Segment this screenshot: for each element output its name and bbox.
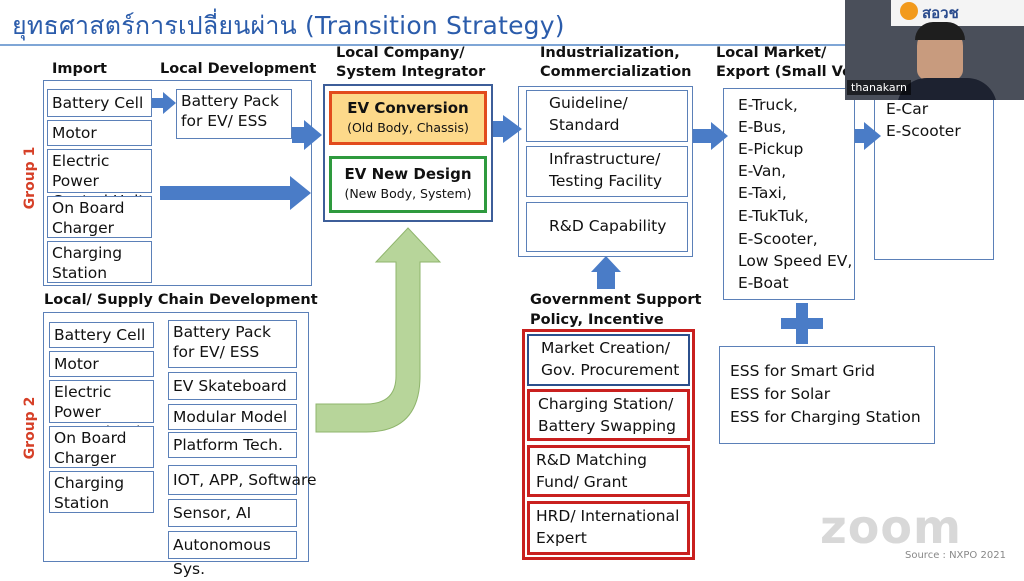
export-item: E-Car bbox=[886, 100, 929, 118]
local-dev-battery-pack: Battery Pack for EV/ ESS bbox=[176, 89, 292, 139]
supply-right-item: Sensor, AI bbox=[168, 499, 297, 527]
arrow-right-icon bbox=[292, 120, 322, 150]
supply-left-item: Charging Station bbox=[49, 471, 154, 513]
header-industrialization-line1: Industrialization, bbox=[540, 45, 680, 61]
header-local-market-line1: Local Market/ bbox=[716, 45, 827, 61]
webcam-video: สอวช thanakarn bbox=[845, 0, 1024, 100]
ev-conversion-subtitle: (Old Body, Chassis) bbox=[347, 120, 469, 135]
header-gov-support-line2: Policy, Incentive bbox=[530, 312, 664, 328]
ess-item: ESS for Smart Grid bbox=[730, 362, 875, 380]
local-market-item: Low Speed EV, bbox=[738, 252, 853, 270]
import-item: Charging Station bbox=[47, 241, 152, 283]
local-market-item: E-Bus, bbox=[738, 118, 787, 136]
supply-right-item: Modular Model bbox=[168, 404, 297, 430]
gov-support-item: Market Creation/ Gov. Procurement bbox=[527, 334, 690, 386]
header-import: Import bbox=[52, 61, 107, 77]
gov-support-item: HRD/ International Expert bbox=[527, 501, 690, 555]
participant-name: thanakarn bbox=[847, 80, 911, 95]
curved-up-arrow-icon bbox=[315, 227, 442, 433]
page-title: ยุทธศาสตร์การเปลี่ยนผ่าน (Transition Str… bbox=[12, 11, 565, 40]
gov-support-item: R&D Matching Fund/ Grant bbox=[527, 445, 690, 497]
export-item: E-Scooter bbox=[886, 122, 961, 140]
industrialization-item: Infrastructure/ Testing Facility bbox=[526, 146, 688, 197]
local-market-frame bbox=[723, 88, 855, 300]
arrow-right-icon bbox=[493, 115, 522, 143]
ev-new-design-box: EV New Design (New Body, System) bbox=[329, 156, 487, 213]
header-local-company-line2: System Integrator bbox=[336, 64, 486, 80]
header-local-development: Local Development bbox=[160, 61, 317, 77]
logo-text: สอวช bbox=[922, 4, 959, 22]
plus-icon bbox=[796, 303, 808, 344]
arrow-right-icon bbox=[160, 176, 311, 210]
arrow-right-icon bbox=[855, 122, 881, 150]
header-supply-chain: Local/ Supply Chain Development bbox=[44, 292, 318, 308]
group2-frame bbox=[43, 312, 309, 562]
industrialization-item: Guideline/ Standard bbox=[526, 90, 688, 142]
local-company-frame bbox=[323, 84, 493, 222]
supply-right-item: EV Skateboard bbox=[168, 372, 297, 400]
supply-left-item: Motor bbox=[49, 351, 154, 377]
supply-right-item: Battery Pack for EV/ ESS bbox=[168, 320, 297, 368]
local-market-item: E-Scooter, bbox=[738, 230, 818, 248]
arrow-right-icon bbox=[152, 92, 176, 114]
header-local-company-line1: Local Company/ bbox=[336, 45, 465, 61]
supply-left-item: Battery Cell bbox=[49, 322, 154, 348]
local-market-item: E-Pickup bbox=[738, 140, 804, 158]
supply-right-item: Platform Tech. bbox=[168, 432, 297, 458]
logo-icon bbox=[900, 2, 918, 20]
source-note: Source : NXPO 2021 bbox=[905, 550, 1006, 561]
industrialization-item: R&D Capability bbox=[526, 202, 688, 252]
group1-frame bbox=[43, 80, 312, 286]
zoom-watermark: zoom bbox=[820, 500, 962, 554]
header-gov-support-line1: Government Support bbox=[530, 292, 702, 308]
supply-right-item: Autonomous Sys. bbox=[168, 531, 297, 578]
gov-support-item: Charging Station/ Battery Swapping bbox=[527, 389, 690, 441]
person-hair bbox=[915, 22, 965, 40]
local-market-item: E-TukTuk, bbox=[738, 207, 809, 225]
header-industrialization-line2: Commercialization bbox=[540, 64, 692, 80]
title-underline bbox=[0, 44, 1024, 46]
ev-conversion-title: EV Conversion bbox=[347, 99, 469, 117]
header-local-market-line2: Export (Small Vol bbox=[716, 64, 858, 80]
import-item: Motor bbox=[47, 120, 152, 146]
supply-right-item: IOT, APP, Software bbox=[168, 465, 317, 495]
supply-left-item: On Board Charger bbox=[49, 426, 154, 468]
ev-conversion-box: EV Conversion (Old Body, Chassis) bbox=[329, 91, 487, 145]
ess-item: ESS for Solar bbox=[730, 385, 831, 403]
industrialization-frame bbox=[518, 86, 693, 257]
local-market-item: E-Van, bbox=[738, 162, 787, 180]
local-market-item: E-Taxi, bbox=[738, 184, 787, 202]
ess-item: ESS for Charging Station bbox=[730, 408, 921, 426]
ev-new-design-subtitle: (New Body, System) bbox=[344, 186, 472, 201]
ev-new-design-title: EV New Design bbox=[344, 165, 472, 183]
arrow-right-icon bbox=[693, 122, 728, 150]
arrow-up-icon bbox=[591, 256, 621, 289]
local-market-item: E-Boat bbox=[738, 274, 789, 292]
person-shirt bbox=[897, 78, 997, 100]
local-market-item: E-Truck, bbox=[738, 96, 798, 114]
import-item: Battery Cell bbox=[47, 89, 152, 117]
import-item: On Board Charger bbox=[47, 196, 152, 238]
ess-frame bbox=[719, 346, 935, 444]
